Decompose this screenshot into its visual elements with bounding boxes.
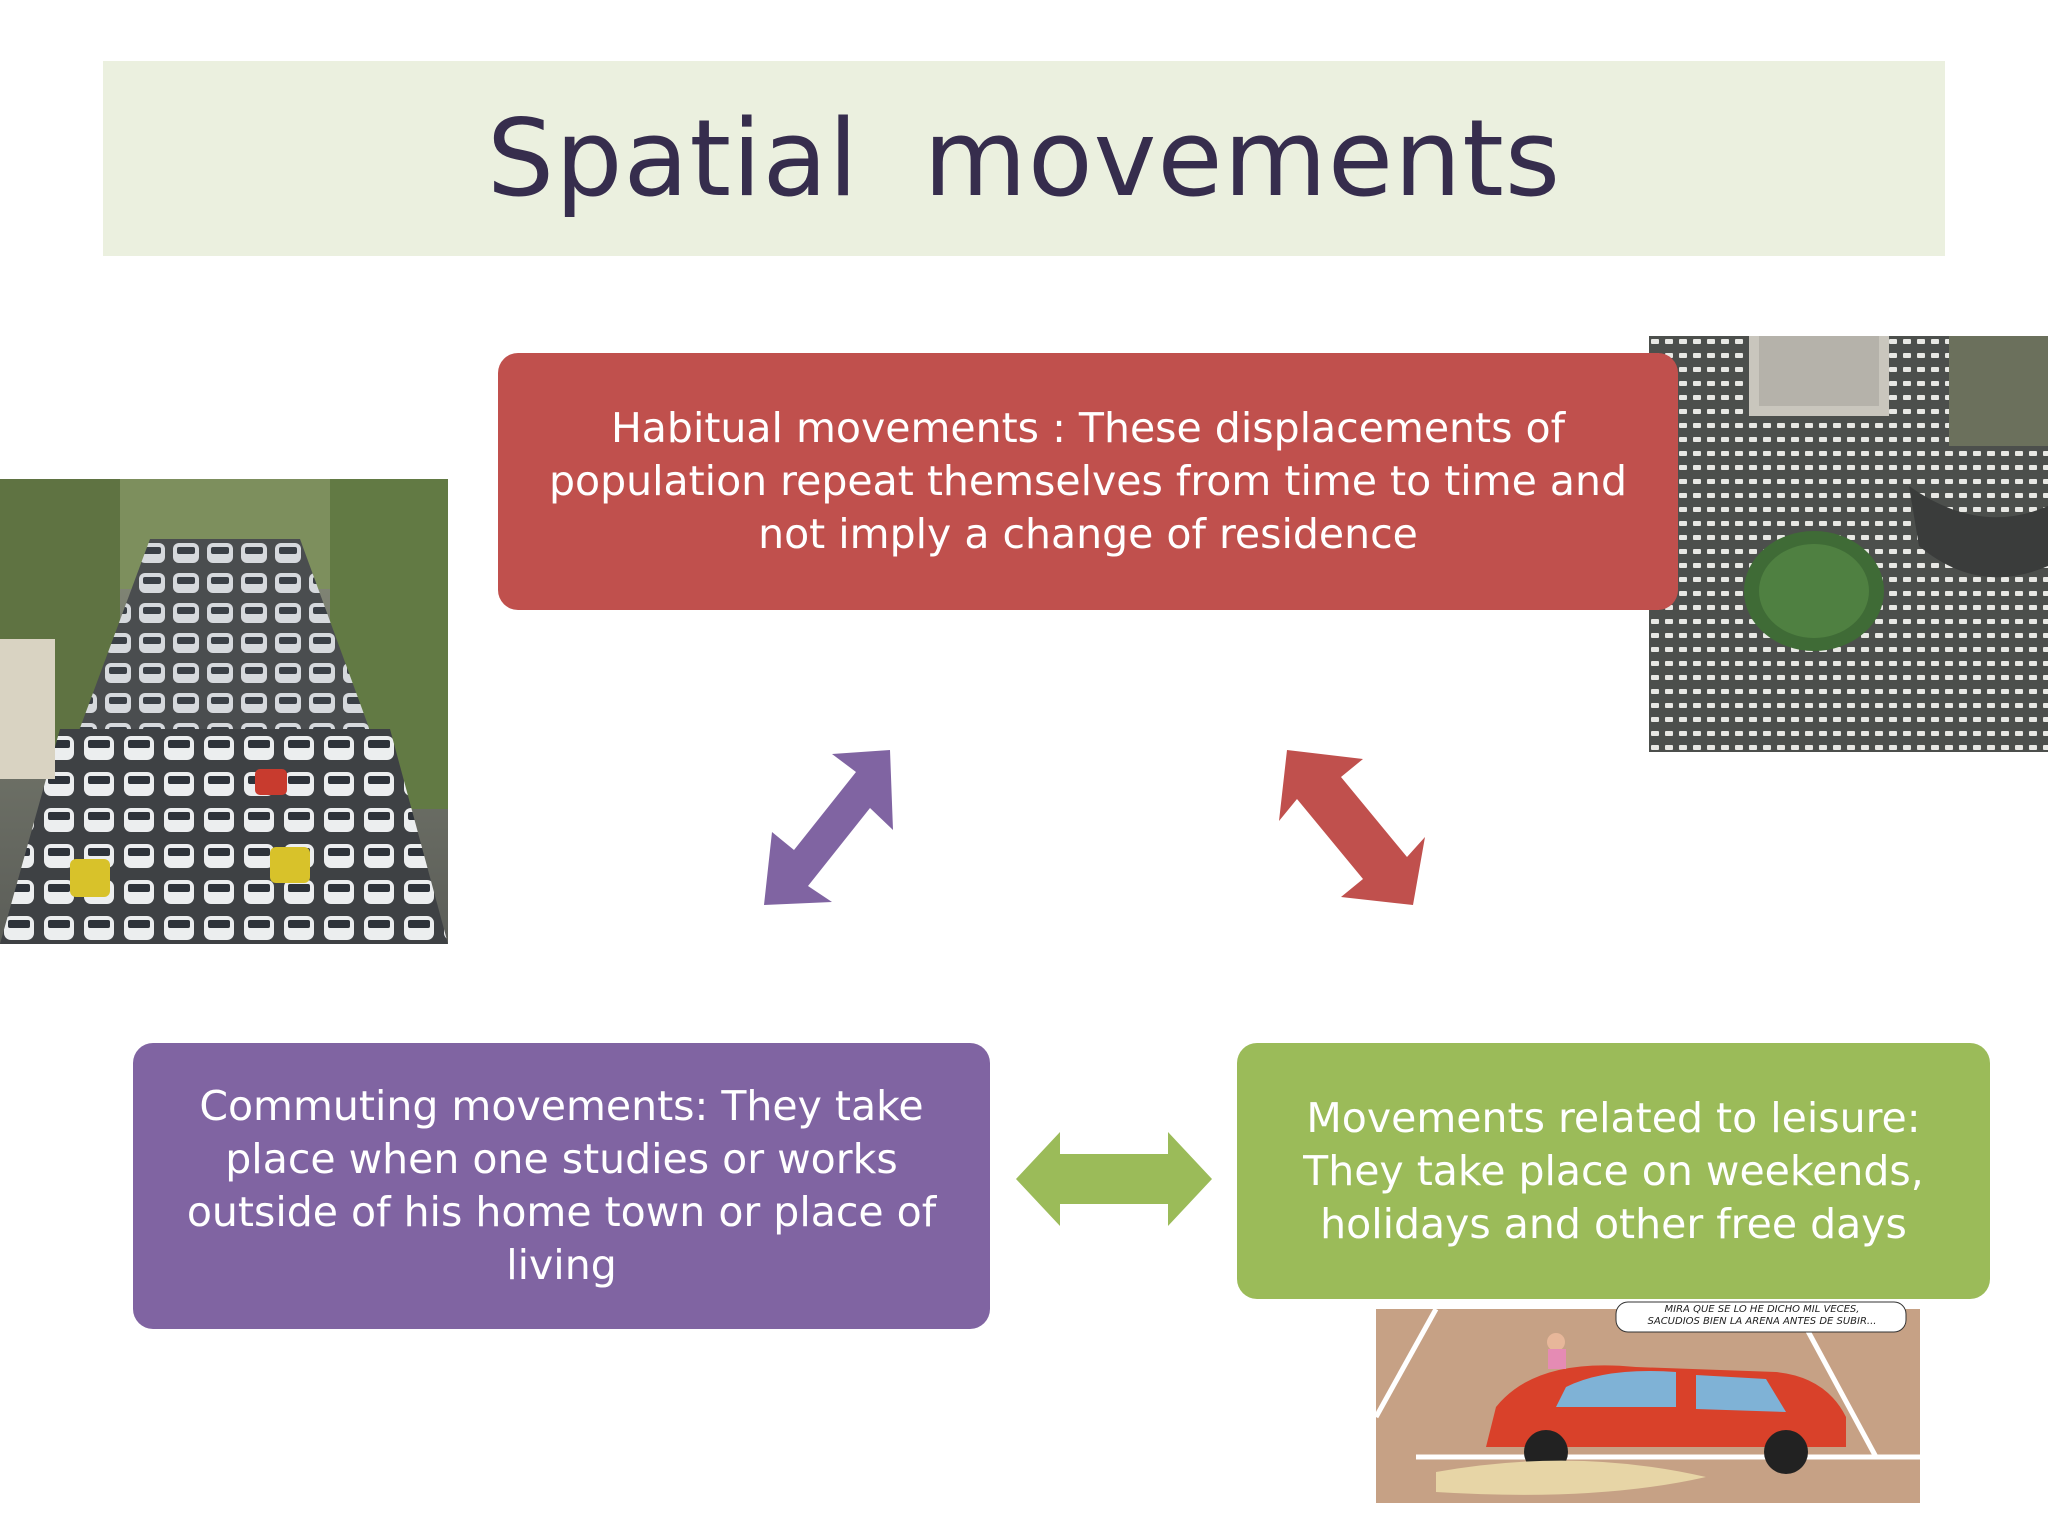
habitual-movements-text: Habitual movements : These displacements… — [548, 404, 1628, 558]
leisure-movements-text: Movements related to leisure: They take … — [1303, 1093, 1924, 1248]
slide-title: Spatial movements — [486, 97, 1562, 220]
cartoon-caption-line-1: MIRA QUE SE LO HE DICHO MIL VECES, — [1664, 1304, 1860, 1315]
commuting-movements-box: Commuting movements: They take place whe… — [133, 1043, 990, 1329]
commuting-movements-text: Commuting movements: They take place whe… — [186, 1082, 937, 1289]
green-double-arrow — [1016, 1132, 1212, 1226]
cartoon-caption-line-2: SACUDIOS BIEN LA ARENA ANTES DE SUBIR... — [1647, 1316, 1877, 1327]
red-double-arrow — [1279, 750, 1425, 905]
leisure-movements-box: Movements related to leisure: They take … — [1237, 1043, 1990, 1299]
title-bar: Spatial movements — [103, 61, 1945, 256]
beach-car-cartoon: MIRA QUE SE LO HE DICHO MIL VECES, SACUD… — [1376, 1297, 1920, 1503]
habitual-movements-box: Habitual movements : These displacements… — [498, 353, 1678, 610]
purple-double-arrow — [764, 750, 893, 905]
traffic-jam-photo — [0, 479, 448, 944]
cartoon-caption: MIRA QUE SE LO HE DICHO MIL VECES, SACUD… — [1624, 1304, 1900, 1328]
aerial-traffic-photo — [1649, 336, 2048, 752]
